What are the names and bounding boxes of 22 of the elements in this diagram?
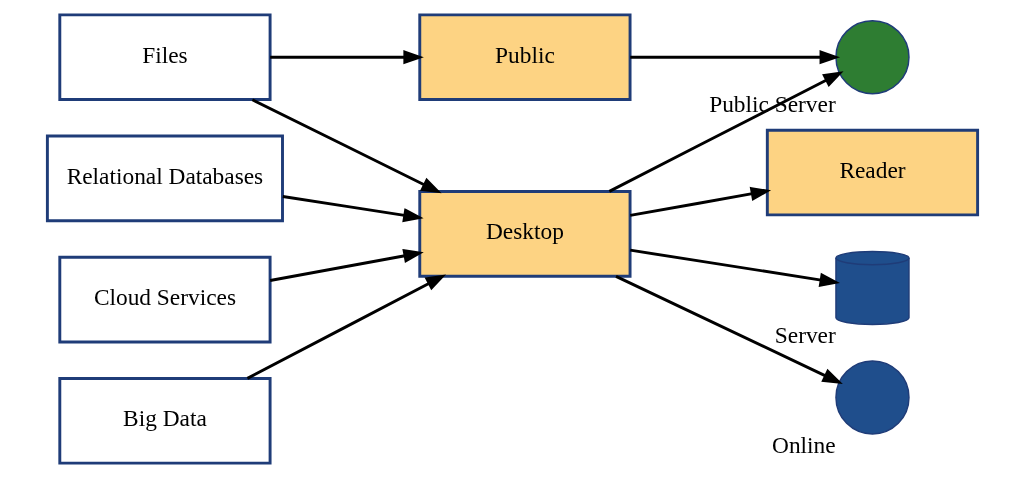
arrow: [269, 248, 424, 282]
node-label: Online: [771, 431, 836, 458]
arrow: [608, 70, 844, 193]
node-box: Reader: [765, 128, 979, 216]
arrow: [246, 273, 446, 380]
node-circle: [834, 19, 910, 94]
node-box: Desktop: [417, 189, 631, 278]
arrow: [614, 274, 843, 384]
node-box: Big Data: [57, 376, 272, 465]
arrow: [629, 49, 840, 64]
node-box: Public: [417, 12, 631, 101]
node-box: Files: [57, 12, 272, 101]
node-circle: [834, 359, 910, 435]
arrow: [629, 186, 771, 217]
arrow: [269, 49, 424, 64]
node-label: Server: [774, 321, 836, 348]
node-box: Cloud Services: [57, 255, 272, 343]
arrow: [629, 248, 840, 287]
node-box: Relational Databases: [45, 134, 284, 222]
arrow: [251, 97, 442, 193]
arrow: [282, 194, 424, 222]
node-label: Public Server: [708, 90, 836, 117]
